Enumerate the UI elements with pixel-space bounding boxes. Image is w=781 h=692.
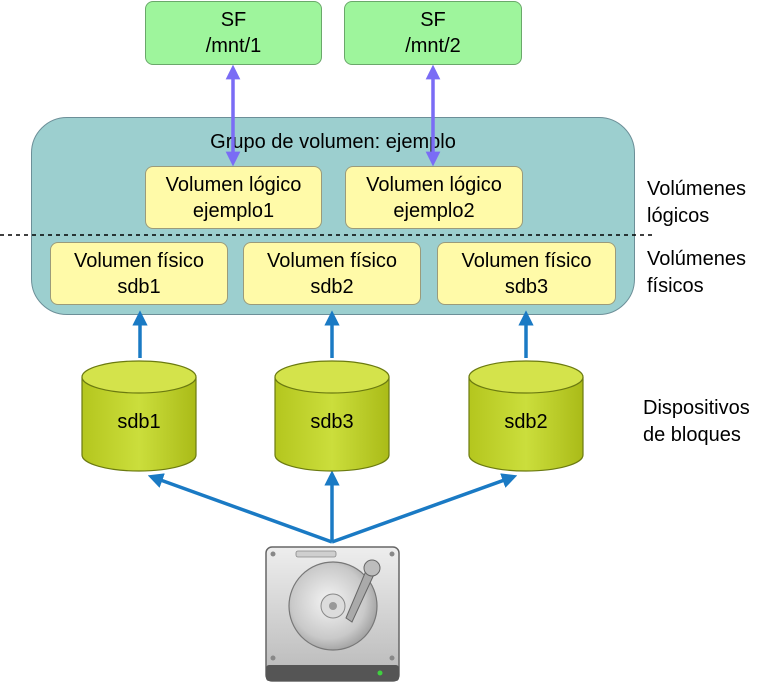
physical-volume-label: Volumen físico [73, 249, 205, 272]
physical-volume-sdb1: Volumen físico sdb1 [50, 242, 228, 305]
disk-arrow-1 [147, 473, 333, 544]
physical-volume-sdb3: Volumen físico sdb3 [437, 242, 616, 305]
logical-volume-label: Volumen lógico [366, 173, 502, 196]
disk-arrow-3 [331, 473, 518, 544]
physical-volume-name: sdb1 [117, 275, 161, 298]
side-label-line: Volúmenes [647, 248, 746, 270]
filesystem-type: SF [420, 9, 446, 31]
logical-volume-ejemplo2: Volumen lógico ejemplo2 [345, 166, 523, 229]
filesystem-mnt1: SF /mnt/1 [145, 1, 322, 65]
physical-volume-sdb2: Volumen físico sdb2 [243, 242, 421, 305]
side-label-line: Volúmenes [647, 178, 746, 200]
volume-group-title: Grupo de volumen: ejemplo [210, 131, 456, 153]
logical-volume-ejemplo1: Volumen lógico ejemplo1 [145, 166, 322, 229]
physical-volume-name: sdb3 [504, 275, 549, 298]
device-cylinder-2 [274, 360, 390, 472]
filesystem-mnt2: SF /mnt/2 [344, 1, 522, 65]
logical-volume-name: ejemplo2 [393, 199, 475, 222]
device-label-3: sdb2 [504, 411, 548, 433]
side-label-line: Dispositivos [643, 397, 750, 419]
hard-disk-icon [265, 546, 400, 682]
logical-volume-name: ejemplo1 [192, 199, 275, 222]
filesystem-mount: /mnt/2 [405, 35, 461, 57]
side-label-line: físicos [647, 275, 704, 297]
physical-volume-label: Volumen físico [461, 249, 592, 272]
side-label-physical: Volúmenes físicos [647, 246, 746, 300]
side-label-logical: Volúmenes lógicos [647, 176, 746, 230]
side-label-block: Dispositivos de bloques [643, 395, 750, 449]
device-label-2: sdb3 [310, 411, 354, 433]
filesystem-type: SF [220, 9, 247, 31]
side-label-line: lógicos [647, 205, 710, 227]
physical-volume-name: sdb2 [310, 275, 354, 298]
device-label-1: sdb1 [117, 411, 161, 433]
device-cylinder-3 [468, 360, 584, 472]
filesystem-mount: /mnt/1 [205, 35, 262, 57]
side-label-line: de bloques [643, 424, 741, 446]
physical-volume-label: Volumen físico [266, 249, 398, 272]
logical-volume-label: Volumen lógico [165, 173, 302, 196]
device-cylinder-1 [81, 360, 197, 472]
